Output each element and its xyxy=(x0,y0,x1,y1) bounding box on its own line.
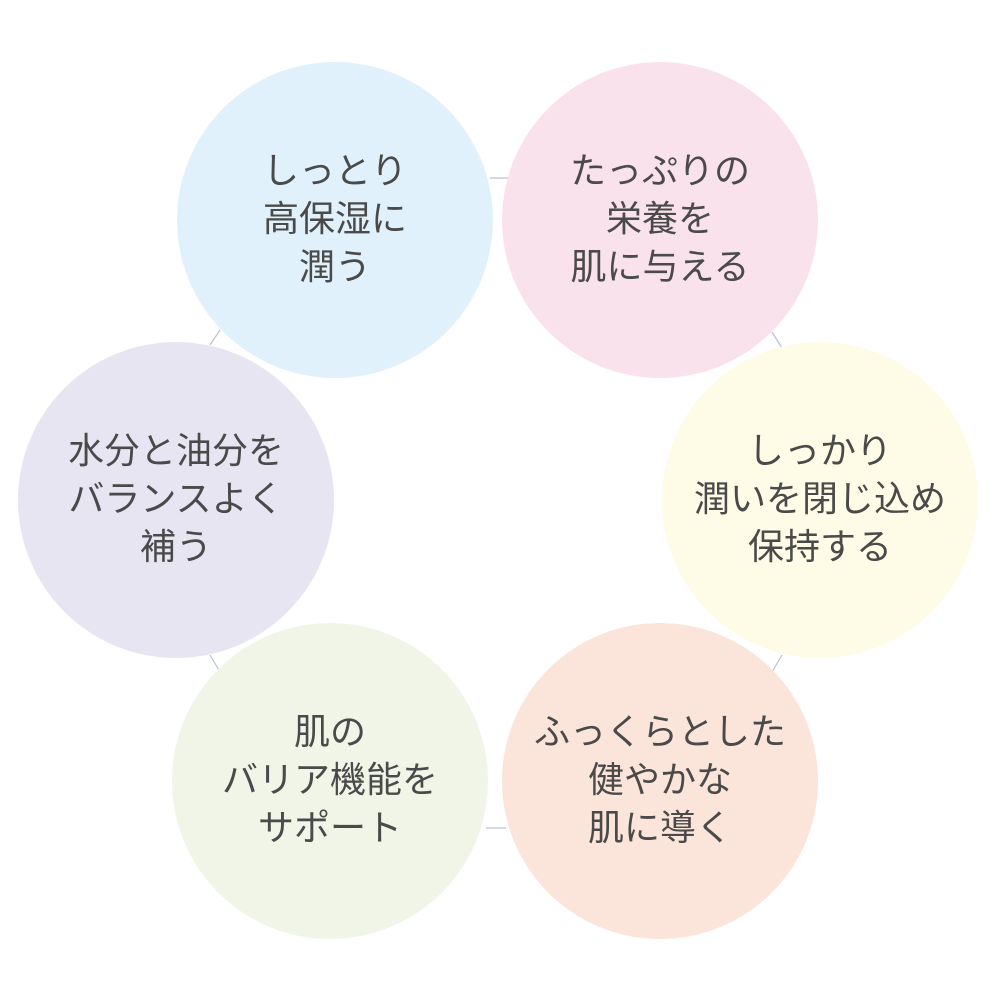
benefit-line: バリア機能を xyxy=(221,760,438,801)
benefit-line: しっかり xyxy=(747,431,892,472)
benefit-circle-plump-skin: ふっくらとした 健やかな 肌に導く xyxy=(502,623,818,939)
benefit-line: 健やかな xyxy=(587,760,732,801)
benefit-circle-moisture: しっとり 高保湿に 潤う xyxy=(177,62,493,378)
benefit-line: 高保湿に xyxy=(262,199,407,240)
benefit-line: 肌に導く xyxy=(587,808,732,849)
benefit-line: 水分と油分を xyxy=(67,431,284,472)
connector-6-1 xyxy=(209,329,221,346)
benefit-line: バランスよく xyxy=(68,479,284,520)
benefit-circle-nutrition: たっぷりの 栄養を 肌に与える xyxy=(502,62,818,378)
benefit-line: 潤う xyxy=(298,247,371,288)
benefit-line: 保持する xyxy=(747,527,892,568)
benefit-line: 栄養を xyxy=(605,199,714,240)
benefit-line: 肌に与える xyxy=(570,247,750,288)
benefit-line: 肌の xyxy=(293,712,366,753)
benefit-circle-retention: しっかり 潤いを閉じ込め 保持する xyxy=(662,342,978,658)
benefit-circle-balance: 水分と油分を バランスよく 補う xyxy=(18,342,334,658)
benefit-circle-barrier: 肌の バリア機能を サポート xyxy=(172,623,488,939)
benefit-line: たっぷりの xyxy=(569,151,750,192)
benefit-line: 潤いを閉じ込め xyxy=(693,479,946,520)
benefit-line: サポート xyxy=(257,808,402,849)
connector-2-3 xyxy=(771,331,783,349)
benefit-line: 補う xyxy=(139,527,212,568)
benefit-line: ふっくらとした xyxy=(533,712,786,753)
connector-3-4 xyxy=(771,654,783,673)
benefit-line: しっとり xyxy=(262,151,407,192)
